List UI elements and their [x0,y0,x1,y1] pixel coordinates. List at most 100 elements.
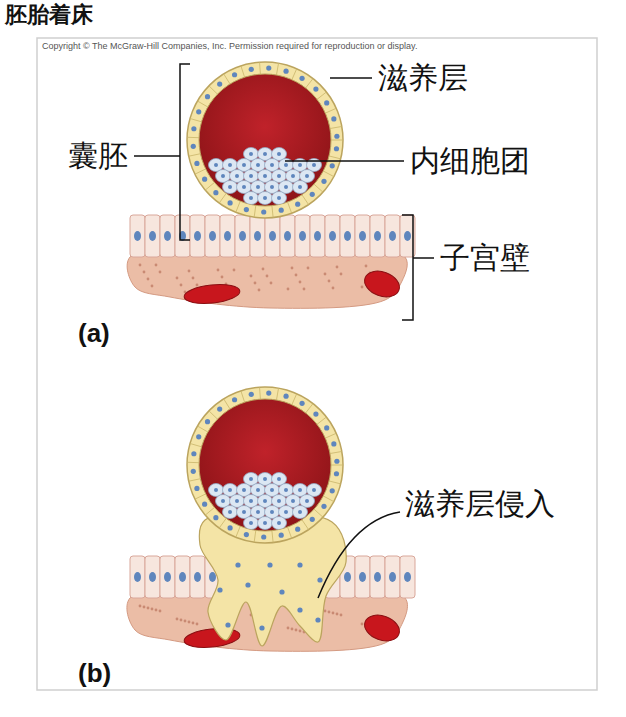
cell-boundary [187,137,199,138]
epithelial-cell [340,215,355,257]
cell-nucleus [256,163,260,167]
cell-nucleus [209,572,216,582]
cell-boundary [197,426,207,432]
stroma-cell [180,619,183,622]
cell-nucleus [263,477,267,481]
cell-nucleus [228,185,232,189]
cell-boundary [236,201,240,212]
cell-nucleus [389,572,396,582]
cell-nucleus [270,185,274,189]
cell-nucleus [256,510,260,514]
cell-nucleus [279,589,284,594]
cell-nucleus [277,152,281,156]
cell-boundary [288,527,292,538]
stroma-cell [324,273,327,276]
cell-nucleus [227,525,232,530]
stroma-cell [159,271,162,274]
cell-nucleus [298,488,302,492]
cell-nucleus [228,163,232,167]
epithelial-cell [385,215,400,257]
inner-cell-mass [209,473,322,530]
cell-nucleus [359,231,366,241]
blastocoel [199,399,331,531]
cell-nucleus [242,185,246,189]
cell-nucleus [291,174,295,178]
cell-nucleus [164,231,171,241]
cell-nucleus [134,231,141,241]
cell-nucleus [235,562,240,567]
stroma-cell [155,609,158,612]
stroma-cell [303,288,306,291]
cell-nucleus [164,572,171,582]
stroma-cell [291,267,294,270]
cell-nucleus [344,572,351,582]
cell-nucleus [270,163,274,167]
cell-nucleus [277,174,281,178]
cell-nucleus [305,174,309,178]
cell-nucleus [277,477,281,481]
stroma-cell [188,621,191,624]
epithelial-cell [175,556,190,598]
stroma-cell [143,606,146,609]
icm-cell [293,181,308,194]
cell-nucleus [263,174,267,178]
cell-boundary [195,494,206,499]
stroma-cell [365,265,368,268]
icm-cell [272,517,287,530]
cell-nucleus [334,146,339,151]
cell-nucleus [227,200,232,205]
stroma-cell [155,264,158,267]
cell-nucleus [324,100,329,105]
epithelial-cell [235,215,250,257]
cell-nucleus [254,231,261,241]
cell-nucleus [374,231,381,241]
cell-nucleus [228,488,232,492]
cell-nucleus [314,231,321,241]
icm-cell [258,517,273,530]
cell-nucleus [331,441,336,446]
stroma-cell [139,264,142,267]
cell-boundary [331,140,343,141]
cell-nucleus [224,231,231,241]
stroma-cell [176,277,179,280]
stroma-cell [328,280,331,283]
cell-boundary [317,417,326,424]
cell-nucleus [242,488,246,492]
stroma-cell [188,270,191,273]
icm-cell [272,192,287,205]
stroma-cell [217,269,220,272]
stroma-cell [336,266,339,269]
cell-nucleus [313,86,318,91]
cell-boundary [330,126,342,128]
epithelial-cell [130,556,145,598]
cell-nucleus [242,510,246,514]
cell-boundary [314,184,323,192]
stroma-cell [196,623,199,626]
cell-nucleus [295,527,300,532]
panel-letter: (b) [78,658,111,689]
cell-boundary [189,479,201,481]
cell-boundary [209,86,218,94]
stroma-cell [295,274,298,277]
cell-nucleus [228,510,232,514]
cell-nucleus [374,572,381,582]
stroma-cell [287,627,290,630]
cell-nucleus [205,94,210,99]
cell-nucleus [225,622,230,627]
epithelial-cell [280,215,295,257]
stroma-cell [250,275,253,278]
cell-nucleus [235,174,239,178]
stroma-cell [299,281,302,284]
cell-nucleus [179,572,186,582]
stroma-cell [180,284,183,287]
epithelial-cell [175,215,190,257]
cell-nucleus [270,488,274,492]
epithelial-cell [265,215,280,257]
cell-nucleus [312,163,316,167]
cell-nucleus [205,419,210,424]
cell-nucleus [256,185,260,189]
stroma-cell [332,287,335,290]
cell-nucleus [249,521,253,525]
cell-nucleus [249,152,253,156]
